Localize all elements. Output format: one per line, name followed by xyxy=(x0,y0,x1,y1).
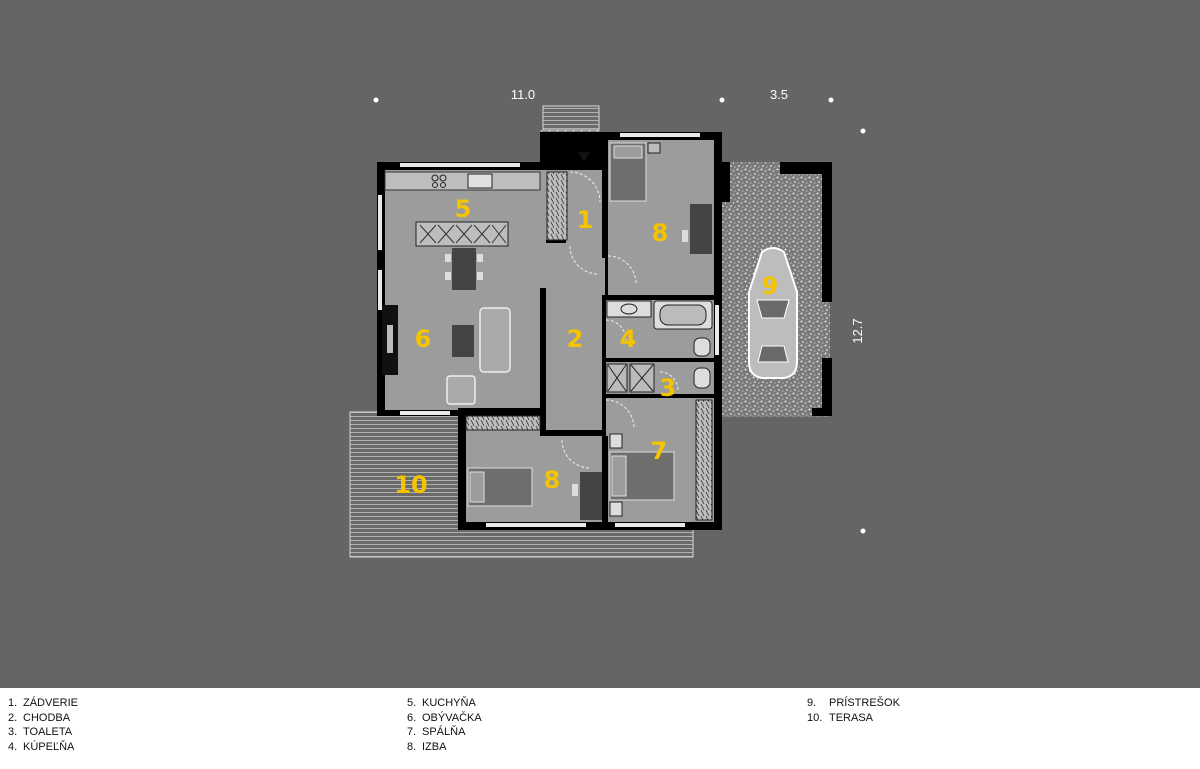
room-label-10: 10 xyxy=(394,471,427,499)
bedroom-top-furniture xyxy=(609,142,712,254)
dimension-dots xyxy=(373,97,866,534)
legend-item: 7. SPÁLŇA xyxy=(407,725,482,740)
legend-column-1: 1. ZÁDVERIE 2. CHODBA 3. TOALETA 4. KÚPEĽŇA xyxy=(8,696,78,754)
legend-label: KÚPEĽŇA xyxy=(23,740,75,753)
bedroom-bottom-furniture xyxy=(467,467,602,520)
legend-label: ZÁDVERIE xyxy=(23,697,79,709)
legend-label: OBÝVAČKA xyxy=(422,711,482,724)
room-label-2: 2 xyxy=(567,325,584,353)
windows xyxy=(378,133,719,527)
legend-item: 10. TERASA xyxy=(807,711,900,726)
dimension-width-house: 11.0 xyxy=(511,87,535,102)
floor-plan: 11.0 3.5 12.7 1 2 3 4 5 6 7 8 8 9 10 xyxy=(349,87,866,558)
legend-label: TERASA xyxy=(829,711,874,724)
legend-label: PRÍSTREŠOK xyxy=(829,697,900,709)
legend-number: 8. xyxy=(407,740,417,753)
legend-label: IZBA xyxy=(422,740,447,753)
room-label-1: 1 xyxy=(577,206,594,234)
legend-item: 9. PRÍSTREŠOK xyxy=(807,696,900,711)
legend-number: 9. xyxy=(807,697,817,709)
legend-item: 1. ZÁDVERIE xyxy=(8,696,78,711)
legend-number: 2. xyxy=(8,711,18,724)
door-swings xyxy=(561,171,679,469)
entrance-steps xyxy=(542,105,600,131)
legend-number: 3. xyxy=(8,726,18,739)
entry-fixtures xyxy=(465,152,713,521)
kitchen-furniture xyxy=(384,171,541,290)
room-label-8-bottom: 8 xyxy=(544,466,561,494)
bedroom-7-furniture xyxy=(609,433,675,517)
legend-item: 2. CHODBA xyxy=(8,711,78,726)
legend-number: 10. xyxy=(807,711,823,724)
legend-item: 6. OBÝVAČKA xyxy=(407,711,482,726)
legend-label: TOALETA xyxy=(23,726,73,739)
bathroom-fixtures xyxy=(606,300,713,393)
legend-label: CHODBA xyxy=(23,711,71,724)
dimension-depth: 12.7 xyxy=(850,318,865,343)
room-label-6: 6 xyxy=(415,325,432,353)
legend-number: 5. xyxy=(407,697,417,709)
dimension-width-carport: 3.5 xyxy=(770,87,788,102)
car-icon xyxy=(748,247,798,379)
legend-number: 7. xyxy=(407,726,417,739)
living-furniture xyxy=(382,305,511,405)
legend-item: 4. KÚPEĽŇA xyxy=(8,740,78,755)
room-label-4: 4 xyxy=(620,325,637,353)
legend-label: SPÁLŇA xyxy=(422,726,466,739)
carport-posts xyxy=(722,162,832,416)
room-label-9: 9 xyxy=(762,272,779,300)
room-label-5: 5 xyxy=(455,195,472,223)
legend-item: 3. TOALETA xyxy=(8,725,78,740)
legend-number: 1. xyxy=(8,697,18,709)
room-label-7: 7 xyxy=(651,437,668,465)
room-label-8-top: 8 xyxy=(652,219,669,247)
legend-label: KUCHYŇA xyxy=(422,697,476,709)
room-label-3: 3 xyxy=(660,374,677,402)
legend-number: 6. xyxy=(407,711,417,724)
legend-number: 4. xyxy=(8,740,18,753)
legend-column-3: 9. PRÍSTREŠOK 10. TERASA xyxy=(807,696,900,725)
legend-column-2: 5. KUCHYŇA 6. OBÝVAČKA 7. SPÁLŇA 8. IZBA xyxy=(407,696,482,754)
room-legend: 1.ZÁDVERIE 2.CHODBA 3.TOALETA 4.KÚPEĽŇA … xyxy=(0,688,1200,769)
legend-item: 8. IZBA xyxy=(407,740,482,755)
interior-walls xyxy=(458,138,714,522)
legend-item: 5. KUCHYŇA xyxy=(407,696,482,711)
